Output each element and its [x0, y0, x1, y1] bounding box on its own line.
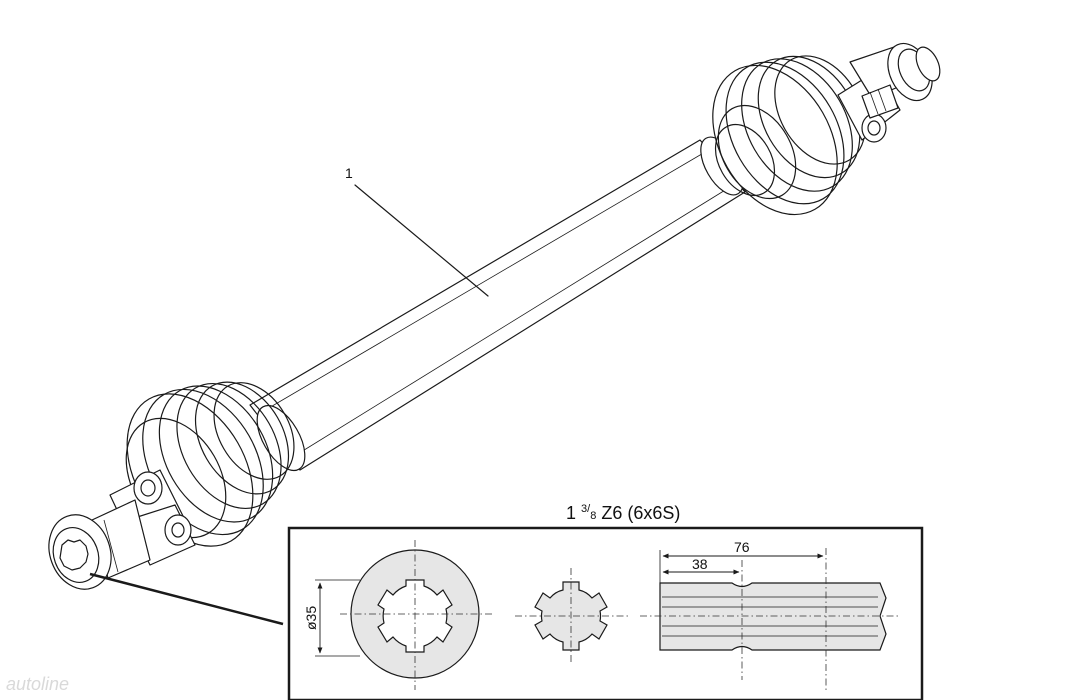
diameter-label: ø35: [303, 606, 319, 630]
diameter-dimension: ø35: [303, 579, 360, 657]
detail-title-fraction-num: 3: [581, 503, 587, 515]
length-total-label: 76: [734, 539, 750, 555]
detail-title: 1 3/8 Z6 (6x6S): [566, 503, 680, 523]
detail-leader-line: [89, 572, 284, 626]
hub-cross-section: [340, 540, 492, 690]
shaft-spline-profile: [515, 568, 630, 665]
shaft-side-view: [640, 548, 900, 690]
detail-title-prefix: 1: [566, 503, 581, 523]
callout-1: 1: [345, 165, 489, 297]
upper-protective-boot: [712, 55, 866, 216]
length-dimensions: 76 38: [662, 539, 824, 575]
upper-universal-joint: [837, 42, 941, 143]
callout-number: 1: [345, 165, 353, 181]
watermark: autoline: [6, 674, 69, 694]
drive-shaft-tube: [249, 136, 746, 472]
detail-title-suffix: Z6 (6x6S): [596, 503, 680, 523]
detail-title-fraction-den: 8: [590, 510, 596, 522]
length-partial-label: 38: [692, 556, 708, 572]
lower-universal-joint: [48, 469, 196, 590]
